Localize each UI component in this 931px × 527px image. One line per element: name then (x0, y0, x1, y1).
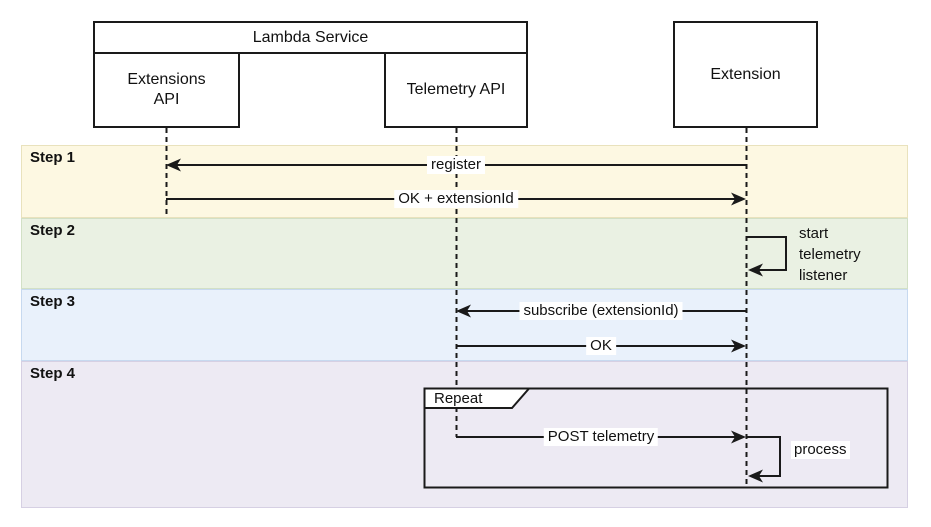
start-telemetry-listener-label: start telemetry listener (799, 225, 861, 284)
step-2-band: Step 2 (21, 218, 908, 289)
extension-label: Extension (710, 65, 781, 83)
subscribe-message-label: subscribe (extensionId) (519, 302, 683, 320)
telemetry-api-box: Telemetry API (384, 52, 528, 128)
extensions-api-box: Extensions API (93, 52, 240, 128)
step-3-label: Step 3 (30, 293, 76, 310)
repeat-fragment-label: Repeat (434, 390, 483, 407)
step-4-label: Step 4 (30, 365, 76, 382)
step-3-band: Step 3 (21, 289, 908, 361)
process-label: process (791, 441, 850, 459)
lambda-service-box: Lambda Service (93, 21, 528, 54)
step-1-label: Step 1 (30, 149, 76, 166)
step-4-band: Step 4 (21, 361, 908, 508)
telemetry-api-label: Telemetry API (406, 81, 506, 98)
extension-box: Extension (673, 21, 818, 128)
register-message-label: register (426, 156, 486, 174)
ok-extensionid-message-label: OK + extensionId (394, 190, 518, 208)
ok-message-label: OK (586, 337, 616, 355)
lambda-service-label: Lambda Service (252, 28, 369, 46)
post-telemetry-message-label: POST telemetry (543, 428, 659, 446)
step-2-label: Step 2 (30, 222, 76, 239)
extensions-api-label: Extensions API (127, 71, 206, 108)
